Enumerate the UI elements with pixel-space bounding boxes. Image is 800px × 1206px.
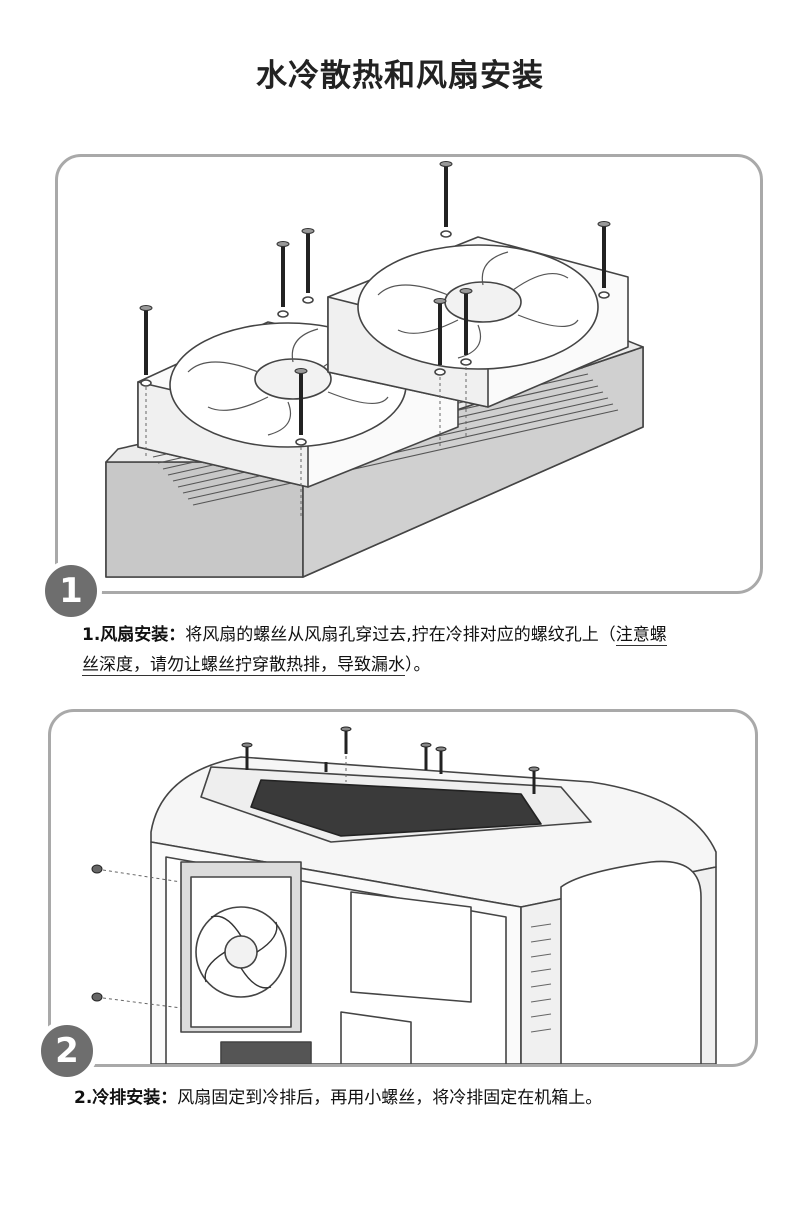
step-2-illustration-panel [48,709,758,1067]
step-1-badge: 1 [40,560,102,622]
step-2-label: 2.冷排安装： [74,1088,178,1108]
step-1-illustration-panel [55,154,763,594]
page-title: 水冷散热和风扇安装 [256,58,544,94]
step-1-label: 1.风扇安装： [82,625,186,645]
fan-radiator-assembly-icon [105,161,644,578]
step-1-note-line1: 注意螺 [615,625,667,646]
step-1-note-line2: 丝深度，请勿让螺丝拧穿散热排，导致漏水 [82,655,405,676]
step-2-badge: 2 [36,1020,98,1082]
case-radiator-mount-icon [91,726,717,1064]
step-1-text-end: ）。 [405,655,431,675]
step-2-description: 2.冷排安装：风扇固定到冷排后，再用小螺丝，将冷排固定在机箱上。 [74,1083,774,1113]
step-1-text: 将风扇的螺丝从风扇孔穿过去,拧在冷排对应的螺纹孔上（ [185,625,616,645]
step-2-text: 风扇固定到冷排后，再用小螺丝，将冷排固定在机箱上。 [177,1088,603,1108]
step-1-description: 1.风扇安装：将风扇的螺丝从风扇孔穿过去,拧在冷排对应的螺纹孔上（注意螺丝深度，… [82,620,762,680]
